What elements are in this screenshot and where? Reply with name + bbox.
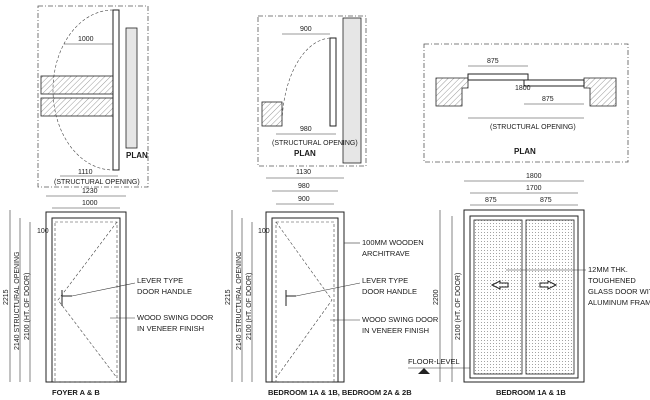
panel-bedroom-swing: 900 980 (STRUCTURAL OPENING) PLAN 1130 9…	[225, 15, 439, 397]
plan-slider-left	[467, 73, 529, 81]
glass-panel-right	[525, 219, 575, 375]
plan-frame	[37, 5, 149, 188]
note-handle-1: LEVER TYPE	[362, 276, 408, 285]
elev-dim-architrave: 100	[37, 228, 49, 235]
plan-wall-right	[342, 17, 362, 164]
glass-frame-outer	[463, 209, 585, 383]
elev-dim-leaf: 900	[298, 196, 310, 203]
door-frame-outer	[45, 211, 127, 383]
plan-wall-right	[125, 27, 138, 149]
note-glass-1: 12MM THK.	[588, 265, 628, 274]
note-door-1: WOOD SWING DOOR	[137, 313, 214, 322]
elev-dim-architrave: 100	[258, 228, 270, 235]
plan-wall-right	[583, 77, 617, 107]
elev-dim-right-panel: 875	[540, 197, 552, 204]
plan-door-leaf	[329, 37, 337, 127]
elev-dim-frame: 1700	[526, 185, 542, 192]
panel-foyer: 1000 1110 (STRUCTURAL OPENING) PLAN 1230…	[3, 5, 214, 397]
elev-dim-height: 2215	[3, 289, 10, 305]
elev-dim-overall: 1800	[526, 173, 542, 180]
elev-dim-overall: 1230	[82, 188, 98, 195]
note-architrave-2: ARCHITRAVE	[362, 249, 410, 258]
note-glass-3: GLASS DOOR WITH	[588, 287, 650, 296]
plan-slider-right	[523, 79, 585, 87]
glass-panel-left	[473, 219, 523, 375]
note-handle-1: LEVER TYPE	[137, 276, 183, 285]
plan-wall-left-lower	[40, 97, 114, 117]
plan-wall-left	[40, 75, 114, 95]
door-frame-inner	[271, 217, 339, 383]
plan-frame	[257, 15, 367, 167]
elev-dim-height: 2200	[433, 289, 440, 305]
elevation-foyer: 1230 1000 100 2215 2140 STRUCTURAL OPENI…	[3, 188, 214, 397]
panel-glass-door: 875 875 1800 (STRUCTURAL OPENING) PLAN 1…	[408, 43, 650, 397]
plan-glass: 875 875 1800 (STRUCTURAL OPENING) PLAN	[423, 43, 629, 163]
elev-dim-door-height: 2100 (HT. OF DOOR)	[455, 273, 462, 340]
door-leaf	[275, 221, 335, 383]
plan-dim-note: (STRUCTURAL OPENING)	[490, 124, 576, 131]
elev-dim-structural: 2140 STRUCTURAL OPENING	[14, 251, 21, 350]
plan-dim-note: (STRUCTURAL OPENING)	[272, 140, 358, 147]
elev-dim-structural: 2140 STRUCTURAL OPENING	[236, 251, 243, 350]
glass-frame-inner	[469, 215, 579, 379]
plan-dim-left: 875	[487, 58, 499, 65]
plan-dim-note: (STRUCTURAL OPENING)	[54, 179, 140, 186]
plan-bedroom: 900 980 (STRUCTURAL OPENING) PLAN	[257, 15, 367, 167]
note-door-1: WOOD SWING DOOR	[362, 315, 439, 324]
door-swing-lines	[57, 221, 118, 379]
elev-dim-height: 2215	[225, 289, 232, 305]
elev-dim-frame: 980	[298, 183, 310, 190]
plan-wall-left	[435, 77, 469, 107]
door-leaf	[54, 221, 118, 383]
elevation-glass: 1800 1700 875 875 2200 2100 (HT. OF DOOR…	[408, 173, 650, 397]
caption-bedroom-swing: BEDROOM 1A & 1B, BEDROOM 2A & 2B	[268, 388, 412, 397]
floor-level-marker-icon	[418, 368, 430, 374]
plan-dim-right: 875	[542, 96, 554, 103]
door-frame-outer	[265, 211, 345, 383]
elev-dim-door-height: 2100 (HT. OF DOOR)	[246, 273, 253, 340]
note-glass-4: ALUMINUM FRAME	[588, 298, 650, 307]
plan-swing-arc	[52, 9, 114, 171]
plan-foyer: 1000 1110 (STRUCTURAL OPENING) PLAN	[37, 5, 149, 188]
plan-dim-width: 1000	[78, 36, 94, 43]
plan-label: PLAN	[126, 151, 148, 160]
leader-line	[71, 282, 136, 297]
note-door-2: IN VENEER FINISH	[137, 324, 204, 333]
elev-dim-door-height: 2100 (HT. OF DOOR)	[24, 273, 31, 340]
note-door-2: IN VENEER FINISH	[362, 326, 429, 335]
plan-dim-width: 900	[300, 26, 312, 33]
note-floor-level: FLOOR-LEVEL	[408, 357, 460, 366]
note-handle-2: DOOR HANDLE	[137, 287, 192, 296]
elev-dim-left-panel: 875	[485, 197, 497, 204]
elevation-bedroom: 1130 980 900 100 2215 2140 STRUCTURAL OP…	[225, 169, 439, 397]
note-architrave-1: 100MM WOODEN	[362, 238, 424, 247]
plan-door-leaf	[112, 9, 120, 171]
plan-label: PLAN	[514, 147, 536, 156]
plan-swing-arc	[281, 37, 331, 127]
plan-dim-overall: 1800	[515, 85, 531, 92]
leader-line	[295, 282, 361, 297]
note-glass-2: TOUGHENED	[588, 276, 636, 285]
note-handle-2: DOOR HANDLE	[362, 287, 417, 296]
caption-glass-door: BEDROOM 1A & 1B	[496, 388, 566, 397]
slide-arrow-left-icon	[539, 280, 558, 290]
plan-frame	[423, 43, 629, 163]
elev-dim-leaf: 1000	[82, 200, 98, 207]
plan-dim-opening: 980	[300, 126, 312, 133]
elev-dim-overall: 1130	[296, 169, 311, 176]
plan-dim-opening: 1110	[78, 169, 93, 176]
door-swing-lines	[275, 221, 333, 379]
caption-foyer: FOYER A & B	[52, 388, 100, 397]
plan-label: PLAN	[294, 149, 316, 158]
slide-arrow-right-icon	[490, 280, 509, 290]
plan-wall-left	[261, 101, 283, 127]
